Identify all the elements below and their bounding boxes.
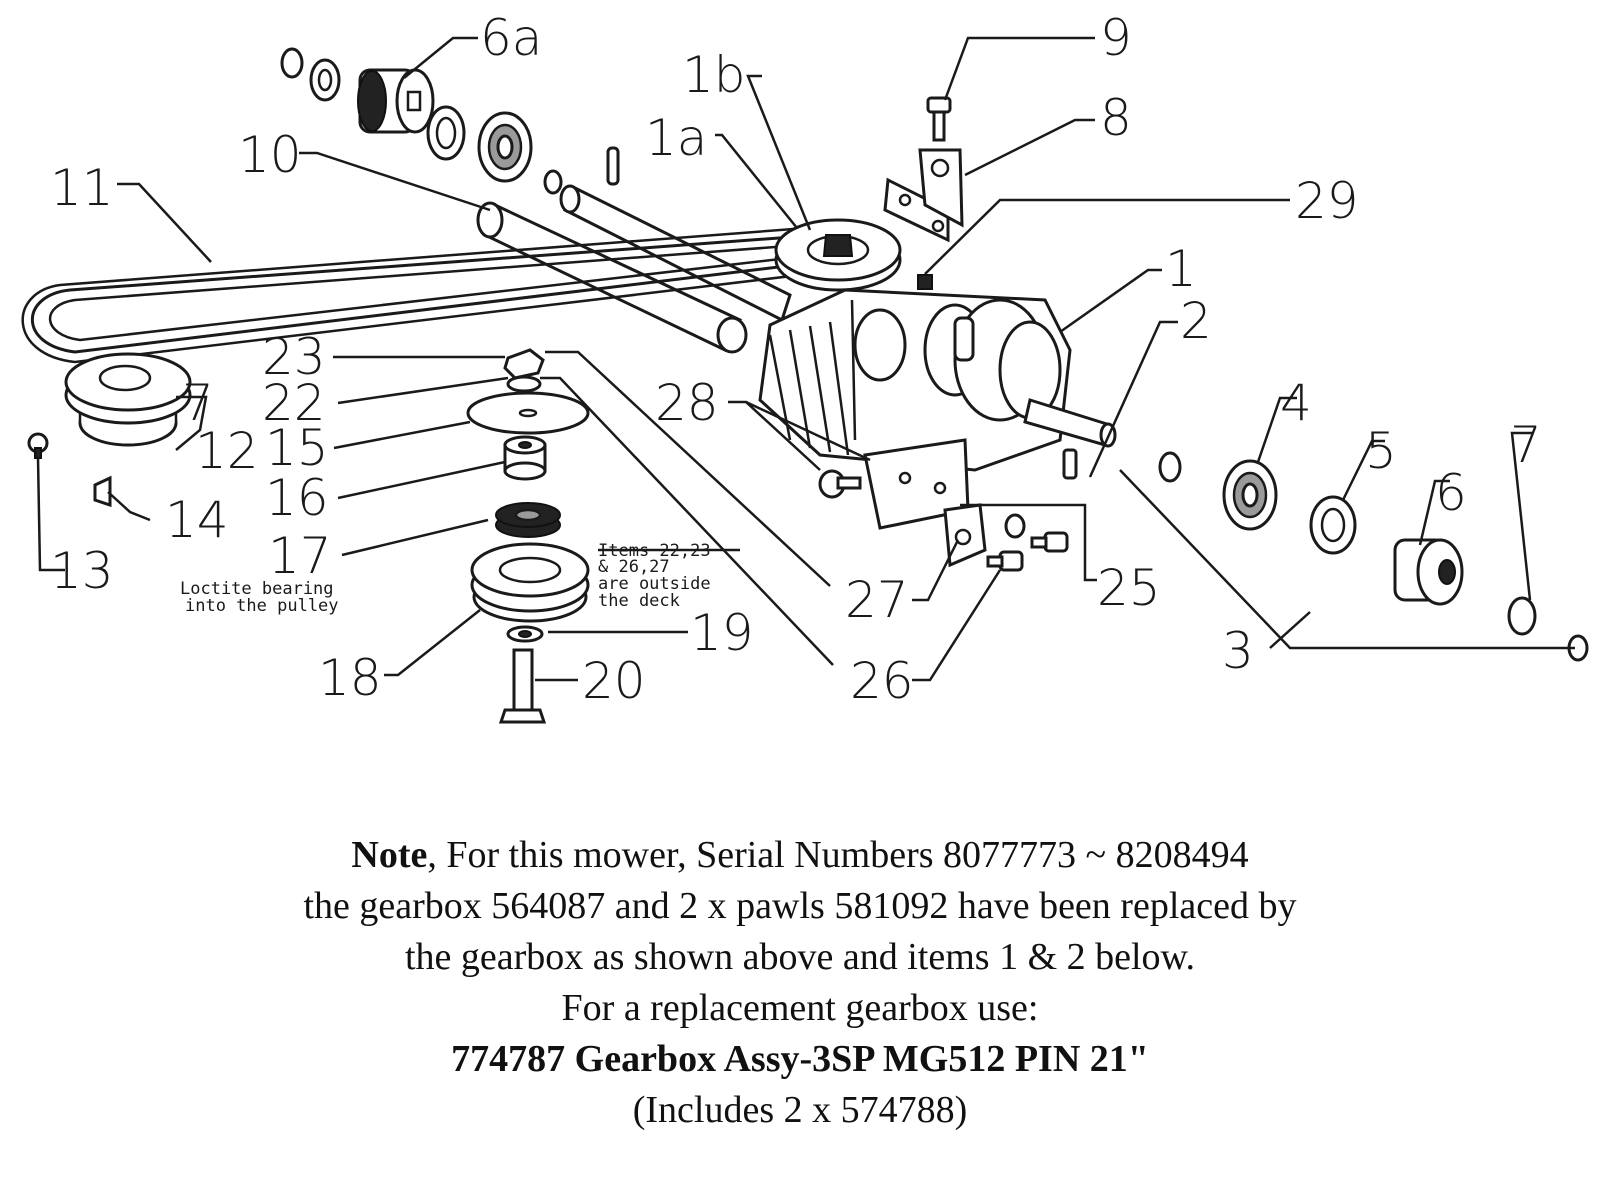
circlip-small-part bbox=[543, 169, 563, 195]
callout-11: 11 bbox=[50, 159, 114, 217]
callout-12: 12 bbox=[195, 422, 259, 480]
pawl-2-part bbox=[1062, 448, 1078, 480]
callout-27: 27 bbox=[845, 571, 909, 629]
outside-deck-note-line2: & 26,27 bbox=[598, 557, 670, 577]
note-serial-range: , For this mower, Serial Numbers 8077773… bbox=[427, 834, 1249, 876]
pulley-7-part bbox=[64, 352, 192, 447]
idler-pulley-18-part bbox=[470, 542, 590, 623]
gearbox-housing-1-part bbox=[758, 274, 1117, 472]
bearing-4-part bbox=[1222, 459, 1278, 531]
callout-1: 1 bbox=[1165, 240, 1197, 298]
bolt-9-part bbox=[926, 96, 952, 142]
pinion-gear-6-part bbox=[1393, 538, 1464, 606]
callout-26: 26 bbox=[850, 652, 914, 710]
callout-8: 8 bbox=[1100, 89, 1132, 147]
callout-25: 25 bbox=[1097, 559, 1161, 617]
callout-23: 23 bbox=[262, 328, 326, 386]
bearing-part bbox=[477, 111, 533, 183]
nut-23-part bbox=[503, 348, 545, 380]
bolt-20-part bbox=[498, 648, 547, 724]
callout-5: 5 bbox=[1365, 422, 1397, 480]
callout-18: 18 bbox=[318, 649, 382, 707]
callout-20: 20 bbox=[582, 652, 646, 710]
outside-deck-note-line1: Items 22,23 bbox=[598, 541, 711, 561]
replacement-note: Note, For this mower, Serial Numbers 807… bbox=[0, 830, 1600, 1136]
callout-1a: 1a bbox=[645, 109, 707, 167]
loctite-note-line2: into the pulley bbox=[185, 596, 339, 616]
note-line-1: Note, For this mower, Serial Numbers 807… bbox=[0, 830, 1600, 881]
note-label: Note bbox=[351, 834, 428, 876]
note-line-6: (Includes 2 x 574788) bbox=[632, 1089, 968, 1131]
callout-13: 13 bbox=[50, 542, 114, 600]
outside-deck-note-line4: the deck bbox=[598, 591, 680, 611]
pinion-gear-6a-part bbox=[357, 68, 435, 134]
note-line-3: the gearbox as shown above and items 1 &… bbox=[404, 936, 1196, 978]
key-14-part bbox=[93, 475, 112, 508]
bolt-26-part bbox=[1030, 531, 1069, 553]
callout-labels: 6a 1b 1a 9 8 29 11 10 1 2 23 22 7 12 15 … bbox=[50, 9, 1542, 710]
callout-14: 14 bbox=[165, 491, 229, 549]
callout-10: 10 bbox=[238, 126, 302, 184]
bearing-17-part bbox=[495, 502, 561, 538]
outside-deck-note-line3: are outside bbox=[598, 574, 711, 594]
callout-29: 29 bbox=[1295, 172, 1359, 230]
callout-28: 28 bbox=[655, 374, 719, 432]
seal-part bbox=[426, 105, 466, 161]
callout-22: 22 bbox=[262, 374, 326, 432]
callout-16: 16 bbox=[265, 469, 329, 527]
circlip-3-part bbox=[1158, 451, 1182, 483]
exploded-parts-diagram: 6a 1b 1a 9 8 29 11 10 1 2 23 22 7 12 15 … bbox=[21, 9, 1589, 724]
bolt-26b-part bbox=[986, 550, 1024, 572]
washer-part bbox=[309, 58, 341, 102]
callout-6: 6 bbox=[1435, 464, 1467, 522]
callout-15: 15 bbox=[265, 419, 329, 477]
callout-6a: 6a bbox=[480, 9, 542, 67]
note-line-2: the gearbox 564087 and 2 x pawls 581092 … bbox=[303, 885, 1297, 927]
screw-13-part bbox=[27, 432, 49, 459]
callout-7-left: 7 bbox=[182, 374, 214, 432]
washer-27-part bbox=[1004, 513, 1026, 539]
callout-7-right: 7 bbox=[1510, 416, 1542, 474]
annotations: Loctite bearing into the pulley Items 22… bbox=[180, 541, 711, 616]
callout-3: 3 bbox=[1222, 622, 1254, 680]
washer-19-part bbox=[506, 625, 544, 643]
loctite-note-line1: Loctite bearing bbox=[180, 579, 334, 599]
callout-17: 17 bbox=[268, 527, 332, 585]
callout-19: 19 bbox=[690, 604, 754, 662]
leader-lines bbox=[36, 36, 1575, 682]
callout-1b: 1b bbox=[682, 46, 746, 104]
callout-2: 2 bbox=[1180, 292, 1212, 350]
disc-15-part bbox=[466, 391, 590, 435]
gearbox-pulley-1a-part bbox=[774, 218, 902, 292]
washer-22-part bbox=[506, 375, 542, 393]
seal-5-part bbox=[1309, 495, 1357, 555]
spacer-16-part bbox=[503, 435, 547, 481]
note-line-4: For a replacement gearbox use: bbox=[561, 987, 1039, 1029]
pin-part bbox=[606, 146, 620, 186]
callout-4: 4 bbox=[1280, 374, 1312, 432]
circlip-part bbox=[280, 47, 304, 79]
washer-7-part bbox=[1507, 596, 1537, 636]
note-part-number: 774787 Gearbox Assy-3SP MG512 PIN 21" bbox=[451, 1038, 1149, 1080]
mounting-bracket-8-part bbox=[883, 148, 964, 243]
callout-9: 9 bbox=[1100, 9, 1132, 67]
plate-25-part bbox=[863, 438, 987, 568]
bolt-28-part bbox=[818, 469, 862, 499]
